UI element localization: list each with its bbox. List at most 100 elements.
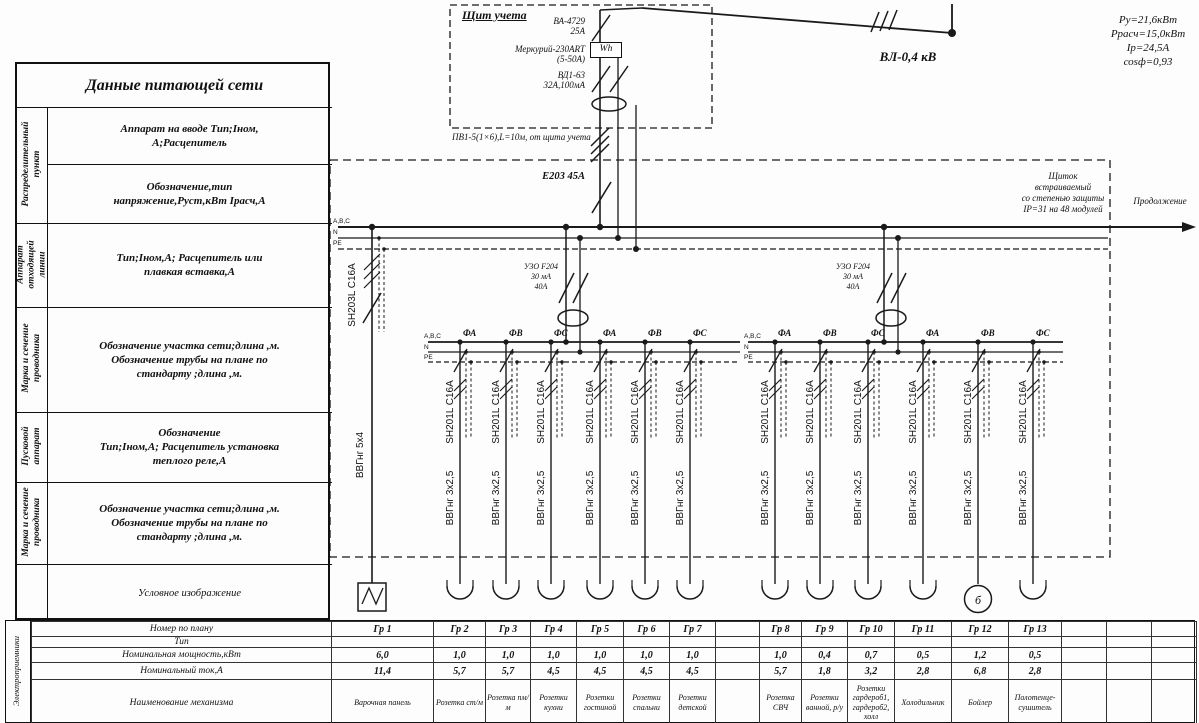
subbus2-label-neutral: N [744, 344, 749, 351]
cell-wire-section-1: Обозначение участка сети;длина ,м. Обозн… [99, 339, 280, 380]
load-table-cell: 1,0 [530, 647, 577, 663]
feed-table-title: Данные питающей сети [85, 76, 264, 94]
cell-wire-section-2: Обозначение участка сети;длина ,м. Обозн… [99, 503, 280, 543]
divider [17, 223, 332, 224]
cell-symbol-row: Условное изображение [137, 587, 241, 599]
energy-meter-range-label: (5-50А) [557, 54, 585, 64]
socket-symbol [492, 585, 520, 600]
socket-symbol [806, 585, 834, 600]
boiler-symbol [963, 584, 993, 614]
load-table-cell: Гр 4 [530, 621, 577, 637]
branch-circuit-2 [446, 339, 474, 600]
load-table-cell: Розетки ванной, р/у [801, 679, 848, 723]
cell-input-device: Аппарат на вводе Тип;Iном, А;Расцепитель [120, 122, 259, 149]
load-table-cell [715, 636, 760, 648]
load-table-cell: 0,4 [801, 647, 848, 663]
supply-line-label: ВЛ-0,4 кВ [879, 49, 937, 64]
rcd-symbol-1 [557, 223, 589, 355]
load-table-cell: 4,5 [623, 662, 670, 680]
subbus1-label-neutral: N [424, 344, 429, 351]
load-table-cell: Холодильник [894, 679, 952, 723]
branch-breaker-label: SH203L С16А [347, 263, 358, 327]
load-table-cell: 0,5 [894, 647, 952, 663]
load-table-cell [1061, 662, 1107, 680]
load-table-cell: Бойлер [951, 679, 1009, 723]
bus-label-neutral: N [333, 229, 338, 236]
branch-cable-label: ВВГнг 3х2,5 [675, 470, 686, 526]
branch-cable-label: ВВГнг 3х2,5 [445, 470, 456, 526]
load-table-side-label: Электроприемники [11, 635, 21, 707]
cell-starter-device: Обозначение Тип;Iном,А; Расцепитель уста… [99, 427, 280, 467]
stove-symbol [357, 582, 387, 612]
load-table-cell [1061, 636, 1107, 648]
load-table-cell: 2,8 [1008, 662, 1062, 680]
load-table-cell [669, 636, 716, 648]
load-table-cell [1106, 647, 1152, 663]
load-table-cell: 1,0 [433, 647, 486, 663]
divider [17, 564, 332, 565]
panel-note-line4: IР=31 на 48 модулей [1023, 204, 1103, 214]
load-table-cell: 4,5 [576, 662, 624, 680]
boiler-symbol-letter: б [975, 593, 982, 607]
branch-circuit-11 [909, 339, 937, 600]
row-label-outgoing-device: Аппарат отходящей линии [15, 240, 48, 289]
load-table-cell [1106, 621, 1152, 637]
branch-circuit-6 [631, 339, 659, 600]
branch-cable-label: ВВГнг 3х2,5 [536, 470, 547, 526]
load-table-cell [801, 636, 848, 648]
load-table-cell: 4,5 [669, 662, 716, 680]
subbus2-label-pe: PE [744, 354, 753, 361]
load-table-cell: Гр 3 [485, 621, 531, 637]
load-table-cell [715, 679, 760, 723]
load-table-cell [1151, 621, 1197, 637]
rcd-symbol-2 [875, 223, 907, 355]
branch-breaker-label: SH201L С16А [630, 380, 641, 444]
phase-label: ФС [693, 328, 707, 338]
load-table-cell: Гр 2 [433, 621, 486, 637]
socket-symbol [537, 585, 565, 600]
load-table-cell: Полотенце-сушитель [1008, 679, 1062, 723]
branch-breaker-label: SH201L С16А [491, 380, 502, 444]
load-table-cell [576, 636, 624, 648]
phase-label: ФС [1036, 328, 1050, 338]
branch-circuit-5 [586, 339, 614, 600]
phase-label: ФА [926, 328, 940, 338]
load-table-cell [715, 621, 760, 637]
load-table-cell: 1,2 [951, 647, 1009, 663]
branch-breaker-label: SH201L С16А [675, 380, 686, 444]
meter-panel-title: Щит учета [462, 8, 527, 22]
load-table-cell [894, 636, 952, 648]
load-table-cell: Розетки кухни [530, 679, 577, 723]
load-table-cell [623, 636, 670, 648]
branch-breaker-label: SH201L С16А [963, 380, 974, 444]
load-table-side-strip [6, 621, 31, 722]
load-table-cell: 3,2 [847, 662, 895, 680]
load-table-cell: Гр 5 [576, 621, 624, 637]
branch-circuit-12: б [963, 339, 993, 614]
branch-cable-label: ВВГнг 5х4 [355, 431, 366, 479]
bus-label-pe: PE [333, 240, 342, 247]
load-table-cell: Гр 9 [801, 621, 848, 637]
branch-circuit-13 [1019, 339, 1047, 600]
diff-breaker-rating-label: 32А,100мА [543, 80, 586, 90]
continuation-label: Продолжение [1133, 196, 1187, 206]
branch-circuit-7 [676, 339, 704, 600]
meter-wiring [590, 10, 637, 249]
param-design-power: Ррасч=15,0кВт [1110, 28, 1186, 40]
branch-cable-label: ВВГнг 3х2,5 [963, 470, 974, 526]
load-table-cell: Розетки гардероб1, гардероб2, холл [847, 679, 895, 723]
branch-circuit-10 [854, 339, 882, 600]
phase-label: ФВ [823, 328, 837, 338]
divider [17, 412, 332, 413]
branch-cable-label: ВВГнг 3х2,5 [853, 470, 864, 526]
branch-circuit-3 [492, 339, 520, 600]
load-table-cell [715, 662, 760, 680]
load-table-cell: 1,0 [669, 647, 716, 663]
load-table-cell [331, 636, 434, 648]
row-label-distribution-point: Распределительный пункт [21, 121, 42, 207]
load-table-cell: 11,4 [331, 662, 434, 680]
load-table-cell: 1,0 [576, 647, 624, 663]
